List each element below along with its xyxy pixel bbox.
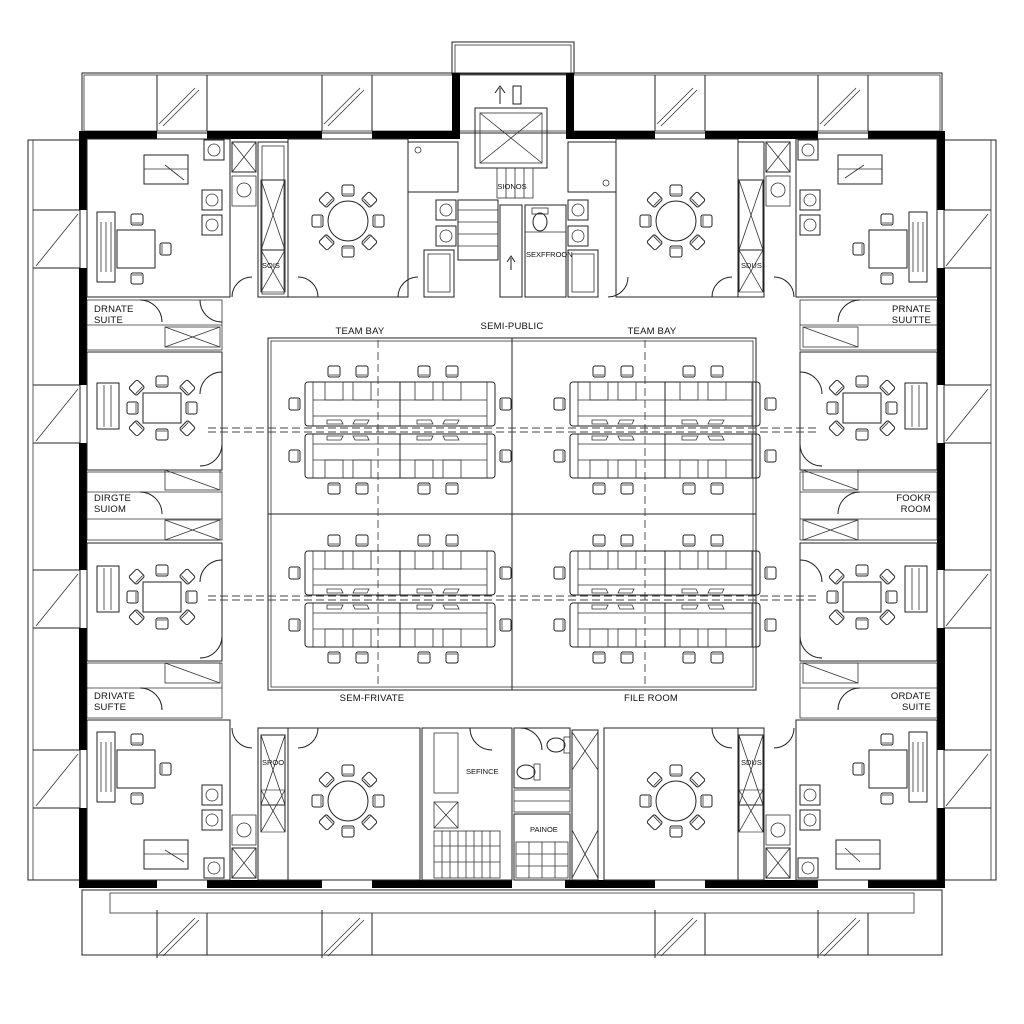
- label-storage-bottom-left: SROO: [262, 758, 285, 767]
- label-line-2: SUFTE: [94, 702, 127, 713]
- label-line-1: DRNATE: [94, 304, 134, 315]
- label-right-top-suite: PRNATE SUUTTE: [880, 304, 931, 326]
- label-line-1: FOOKR: [896, 493, 931, 504]
- label-line-2: ROOM: [900, 504, 931, 515]
- label-team-bay-left: TEAM BAY: [335, 326, 385, 337]
- label-line-2: SUUTTE: [891, 315, 931, 326]
- label-line-1: PRNATE: [891, 304, 931, 315]
- private-suite-furniture: [97, 139, 927, 879]
- label-left-top-suite: DRNATE SUITE: [94, 304, 134, 326]
- label-file-room: FILE ROOM: [623, 693, 679, 704]
- open-office: [208, 337, 816, 691]
- label-right-mid-room: FOOKR ROOM: [880, 493, 931, 515]
- label-core-stair-top: SIONOS: [497, 182, 527, 191]
- label-storage-bottom-right: SDUS: [741, 758, 762, 767]
- label-line-1: DRIVATE: [94, 691, 136, 702]
- label-line-1: DIRGTE: [94, 493, 132, 504]
- storage-shafts: [231, 141, 791, 881]
- label-storage-top-left: SOIS: [262, 261, 280, 270]
- label-left-mid-suite: DIRGTE SUIOM: [94, 493, 131, 515]
- label-right-bottom-suite: ORDATE SUITE: [880, 691, 931, 713]
- bottom-core: [421, 727, 599, 881]
- exterior-walls: [79, 73, 945, 888]
- label-semi-private: SEM-FRIVATE: [339, 693, 405, 704]
- top-core: [407, 85, 617, 298]
- label-semi-public: SEMI-PUBLIC: [480, 321, 544, 332]
- label-team-bay-right: TEAM BAY: [627, 326, 677, 337]
- interior-partitions: [86, 138, 938, 881]
- label-core-service-bottom: SEFINCE: [466, 767, 499, 776]
- label-line-2: SUITE: [94, 315, 123, 326]
- label-line-2: SUIOM: [94, 504, 127, 515]
- label-line-1: ORDATE: [890, 691, 931, 702]
- label-line-2: SUITE: [902, 702, 931, 713]
- conference-furniture: [96, 185, 928, 837]
- terrace-frame: [27, 41, 997, 959]
- label-left-bottom-suite: DRIVATE SUFTE: [94, 691, 135, 713]
- label-core-restroom-top: SEXFFROON: [526, 250, 573, 259]
- label-storage-top-right: SDUS: [741, 261, 762, 270]
- label-core-pantry-bottom: PAINOE: [530, 825, 558, 834]
